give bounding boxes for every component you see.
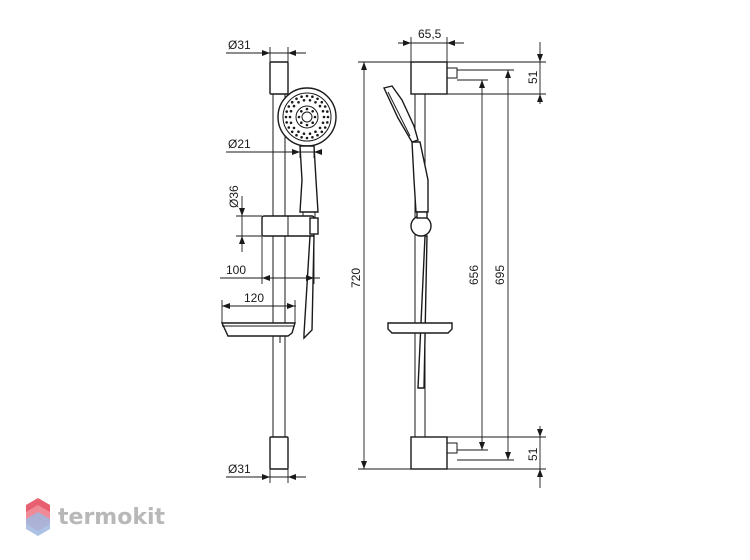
nozzle-dot [323, 126, 327, 129]
bottom-bracket [269, 436, 289, 470]
nozzle-dot [314, 130, 317, 133]
termokit-logo-icon [26, 498, 50, 536]
nozzle-dot [300, 121, 303, 124]
nozzle-dot [287, 126, 291, 129]
nozzle-dot [295, 133, 298, 137]
nozzle-dot [308, 132, 312, 135]
nozzle-dot [311, 121, 315, 124]
nozzle-dot [313, 115, 317, 119]
dim-bracket-top: 51 [526, 70, 540, 84]
nozzle-dot [305, 94, 309, 98]
front-view [220, 61, 337, 470]
brand-name: termokit [58, 505, 165, 530]
nozzle-dot [297, 130, 300, 133]
nozzle-dot [318, 104, 322, 108]
nozzle-dot [290, 130, 294, 134]
nozzle-dot [284, 115, 288, 119]
soap-dish [220, 322, 296, 343]
nozzle-dot [311, 110, 315, 113]
dim-dia-bar-bottom: Ø31 [228, 462, 251, 476]
nozzle-dot [311, 136, 314, 139]
nozzle-dot [326, 115, 330, 119]
nozzle-dot [316, 97, 319, 101]
nozzle-dot [297, 101, 300, 104]
dim-soap-dish: 120 [244, 291, 264, 305]
dim-dia-hose: Ø21 [228, 137, 251, 151]
front-dimensions: Ø31 Ø21 Ø36 100 120 Ø31 [220, 38, 322, 483]
nozzle-dot [297, 115, 301, 119]
dim-bracket-depth: 65,5 [418, 27, 442, 41]
nozzle-dot [295, 97, 298, 101]
top-bracket [269, 61, 289, 95]
slider-holder [261, 215, 319, 237]
termokit-watermark: termokit [26, 498, 165, 536]
shower-head [277, 87, 337, 147]
side-holder-knob [410, 215, 432, 237]
nozzle-dot [314, 101, 317, 104]
nozzle-dot [289, 109, 293, 113]
nozzle-dot [322, 115, 326, 119]
nozzle-dot [323, 105, 327, 108]
side-hose [417, 235, 428, 389]
nozzle-dot [285, 121, 289, 124]
nozzle-dot [321, 121, 325, 125]
nozzle-dot [292, 104, 296, 108]
nozzle-dot [305, 107, 309, 111]
dim-inner-695: 695 [493, 265, 507, 285]
shower-hose [303, 235, 315, 340]
side-shower-head [383, 85, 429, 213]
dim-inner-656: 656 [467, 265, 481, 285]
nozzle-dot [321, 109, 325, 113]
nozzle-dot [288, 115, 292, 119]
nozzle-dot [290, 100, 294, 104]
dim-total-height: 720 [349, 268, 363, 288]
side-bottom-bracket [410, 436, 448, 470]
side-view [383, 61, 458, 470]
dim-dia-bar-top: Ø31 [228, 38, 251, 52]
dim-holder-depth: 100 [226, 263, 246, 277]
nozzle-dot [302, 99, 306, 102]
nozzle-dot [316, 133, 319, 137]
nozzle-dot [287, 105, 291, 108]
side-dimensions: 65,5 720 656 695 51 51 [349, 27, 546, 488]
nozzle-dot [320, 130, 324, 134]
slide-bar [272, 89, 286, 441]
dim-bracket-bottom: 51 [526, 447, 540, 461]
nozzle-dot [300, 110, 303, 113]
side-top-bracket [410, 61, 448, 95]
nozzle-dot [292, 126, 296, 130]
shower-handle [299, 145, 319, 213]
nozzle-dot [300, 136, 303, 139]
nozzle-dot [326, 110, 329, 113]
nozzle-dot [318, 126, 322, 130]
nozzle-dot [326, 121, 329, 124]
nozzle-dot [305, 123, 309, 127]
side-soap-dish [387, 322, 453, 334]
nozzle-dot [308, 99, 312, 102]
dim-dia-holder: Ø36 [227, 185, 241, 208]
nozzle-dot [285, 110, 289, 113]
nozzle-dot [311, 95, 314, 98]
nozzle-dot [300, 95, 303, 98]
nozzle-dot [302, 132, 306, 135]
nozzle-dot [289, 121, 293, 125]
nozzle-dot [305, 136, 309, 140]
nozzle-dot [320, 100, 324, 104]
